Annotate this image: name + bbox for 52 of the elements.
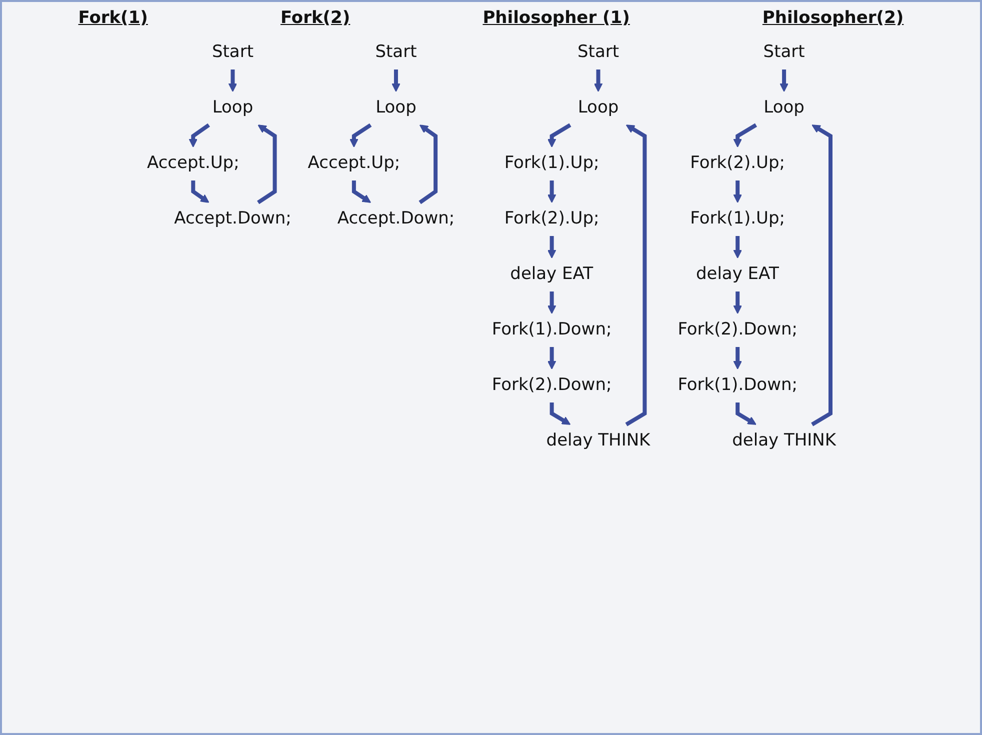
arrow <box>418 124 438 204</box>
node-text: Loop <box>212 98 253 118</box>
column-heading: Philosopher(2) <box>762 8 904 28</box>
arrow <box>188 123 210 148</box>
arrow <box>256 124 276 204</box>
arrow <box>810 124 832 426</box>
node-text: Fork(1).Down; <box>491 320 612 340</box>
arrow <box>732 347 742 370</box>
column-heading: Fork(2) <box>280 8 350 28</box>
node-text: Fork(2).Down; <box>677 320 797 340</box>
arrow <box>546 236 556 258</box>
arrow <box>546 347 556 370</box>
arrow <box>593 70 602 92</box>
node-text: delay EAT <box>510 264 593 284</box>
node-text: Loop <box>763 98 804 118</box>
node-text: Start <box>211 42 253 62</box>
arrow <box>549 402 570 425</box>
column-heading: Philosopher (1) <box>482 8 630 28</box>
arrow <box>546 123 571 148</box>
arrow <box>546 180 556 203</box>
node-text: Fork(1).Down; <box>677 375 797 395</box>
arrow <box>732 292 742 314</box>
node-text: delay THINK <box>732 430 836 450</box>
node-text: Start <box>762 42 804 62</box>
node-text: delay THINK <box>546 430 650 450</box>
arrow <box>546 292 556 314</box>
arrow <box>190 180 209 203</box>
node-text: Start <box>576 42 619 62</box>
node-text: Accept.Down; <box>336 208 454 228</box>
node-text: Loop <box>375 98 416 118</box>
column-heading: Fork(1) <box>78 8 148 28</box>
node-text: Start <box>374 42 416 62</box>
arrow <box>391 70 400 92</box>
arrow <box>735 402 756 425</box>
node-text: delay EAT <box>695 264 779 284</box>
node-text: Accept.Up; <box>146 153 239 173</box>
arrow <box>732 236 742 258</box>
arrow <box>779 70 788 92</box>
node-text: Fork(1).Up; <box>504 153 599 173</box>
arrow <box>732 180 742 203</box>
arrow <box>351 180 370 203</box>
node-text: Fork(1).Up; <box>690 208 785 228</box>
arrow <box>228 70 237 92</box>
node-text: Fork(2).Up; <box>504 208 599 228</box>
arrow <box>349 123 372 148</box>
node-text: Loop <box>577 98 618 118</box>
node-text: Fork(2).Up; <box>690 153 785 173</box>
node-text: Accept.Up; <box>307 153 400 173</box>
arrow <box>732 123 757 148</box>
node-text: Accept.Down; <box>174 208 291 228</box>
node-text: Fork(2).Down; <box>491 375 612 395</box>
arrow <box>624 124 646 426</box>
